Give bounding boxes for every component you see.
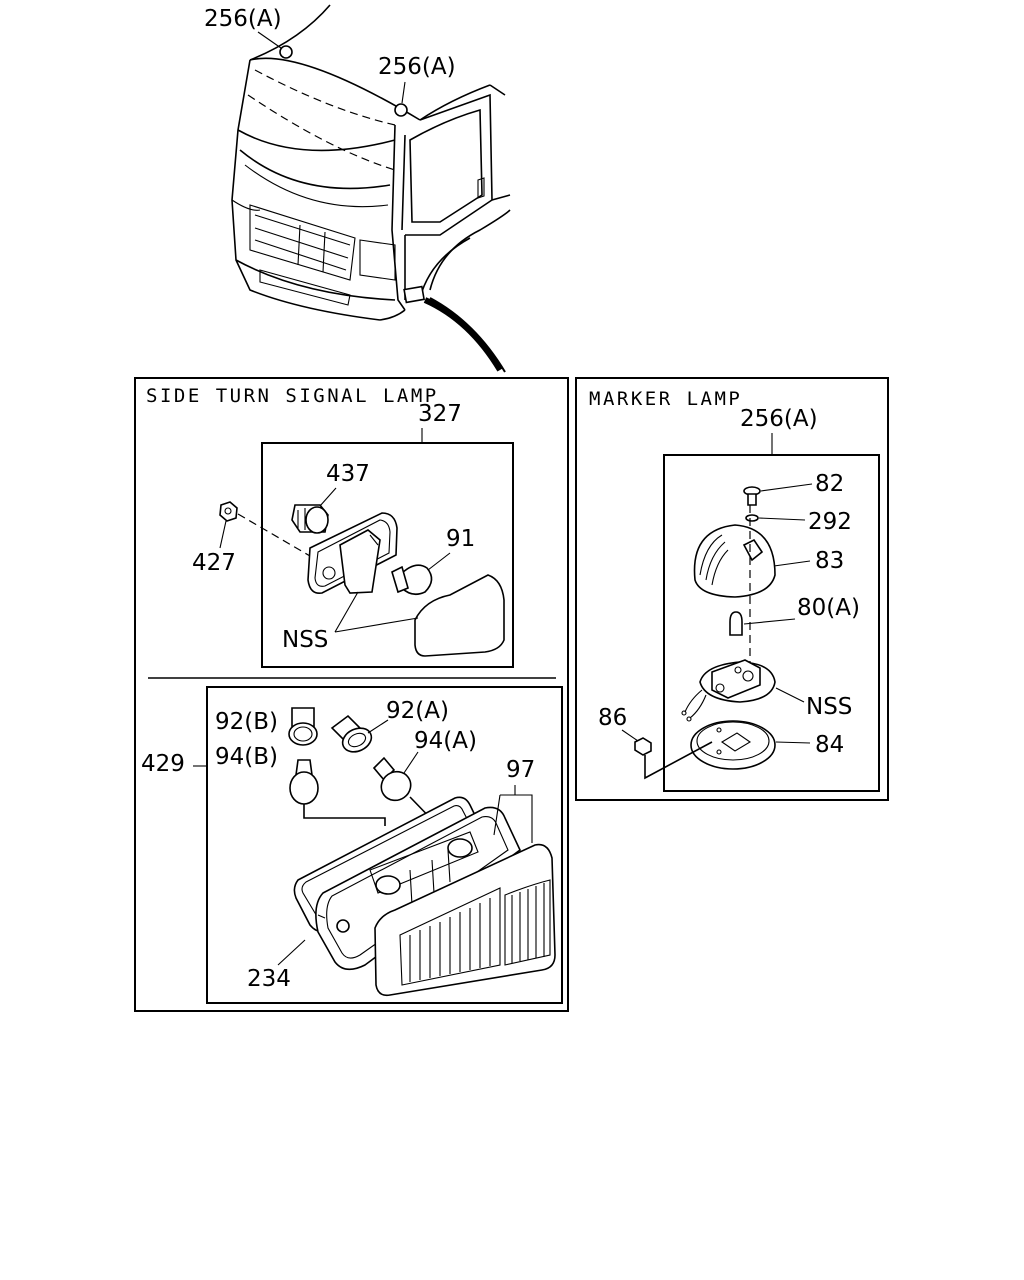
- bulb-91: [391, 564, 433, 596]
- bulb-socket-437: [291, 504, 329, 534]
- callout-327: 327: [418, 401, 462, 427]
- combo-lamp-subbox: [206, 686, 563, 1004]
- callout-86: 86: [598, 705, 627, 731]
- marker-base-84: [690, 720, 776, 770]
- callout-292: 292: [808, 509, 852, 535]
- socket-92b: [288, 707, 318, 746]
- callout-cab-marker-right: 256(A): [378, 54, 456, 80]
- bulb-94b: [289, 759, 319, 805]
- marker-socket-nss: [681, 659, 776, 722]
- callout-429: 429: [141, 751, 185, 777]
- side-turn-signal-panel: [134, 377, 569, 1012]
- nut-86: [634, 737, 652, 756]
- callout-side-nss: NSS: [282, 627, 328, 653]
- callout-92a: 92(A): [386, 698, 449, 724]
- callout-94b: 94(B): [215, 744, 278, 770]
- socket-92a: [330, 714, 373, 753]
- callout-80a: 80(A): [797, 595, 860, 621]
- marker-lamp-title: MARKER LAMP: [589, 388, 742, 410]
- callout-92b: 92(B): [215, 709, 278, 735]
- callout-cab-marker-left: 256(A): [204, 6, 282, 32]
- truck-cab-drawing: [231, 4, 511, 373]
- callout-234: 234: [247, 966, 291, 992]
- marker-lens-83: [693, 524, 776, 598]
- side-turn-signal-title: SIDE TURN SIGNAL LAMP: [146, 385, 439, 407]
- bulb-94a: [372, 756, 412, 802]
- side-lamp-housing: [307, 512, 398, 595]
- callout-97: 97: [506, 757, 535, 783]
- callout-437: 437: [326, 461, 370, 487]
- callout-marker-nss: NSS: [806, 694, 852, 720]
- combo-lamp-body: [315, 806, 522, 971]
- callout-84: 84: [815, 732, 844, 758]
- marker-bulb-80a: [729, 611, 743, 636]
- side-lamp-lens: [414, 574, 505, 657]
- nut-427: [219, 501, 238, 522]
- callout-91: 91: [446, 526, 475, 552]
- lens-97: [374, 843, 556, 997]
- callout-marker-256a: 256(A): [740, 406, 818, 432]
- callout-427: 427: [192, 550, 236, 576]
- callout-83: 83: [815, 548, 844, 574]
- callout-94a: 94(A): [414, 728, 477, 754]
- washer-292: [745, 514, 759, 522]
- callout-82: 82: [815, 471, 844, 497]
- side-lamp-subbox: [261, 442, 514, 668]
- screw-82: [743, 486, 761, 506]
- marker-lamp-panel: [575, 377, 889, 801]
